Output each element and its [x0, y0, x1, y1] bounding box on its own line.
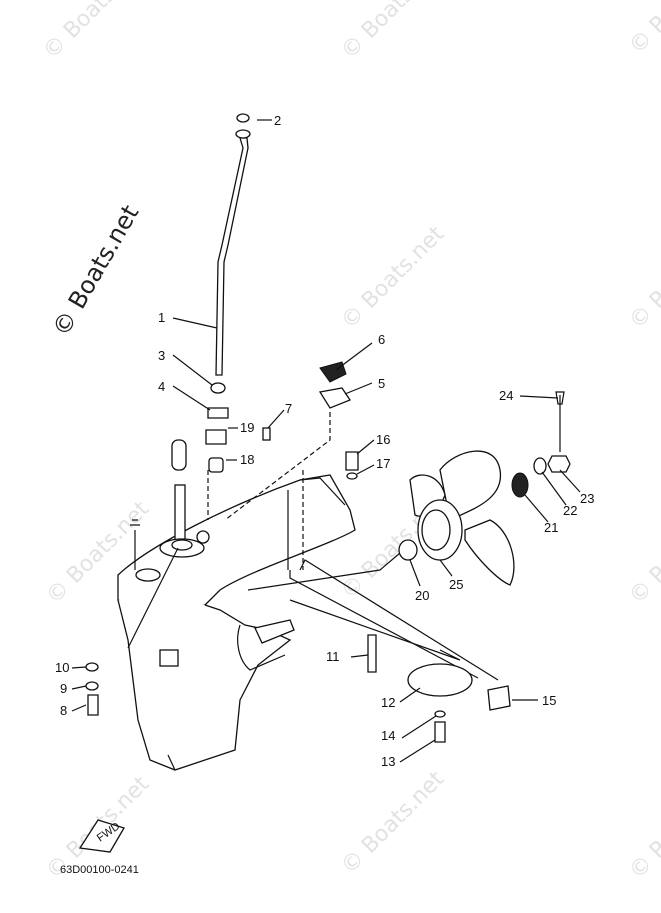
watermark-edge-3: © P: [625, 562, 661, 610]
callout-6: 6: [378, 332, 385, 347]
washer-14: [434, 710, 446, 718]
drawing-code: 63D00100-0241: [60, 864, 139, 876]
bolt-8: [87, 694, 99, 716]
callout-25: 25: [449, 577, 463, 592]
callout-7: 7: [285, 401, 292, 416]
grommet-2: [236, 113, 250, 123]
callout-11: 11: [326, 649, 340, 664]
callout-3: 3: [158, 348, 165, 363]
callout-21: 21: [544, 520, 558, 535]
collar-18: [208, 457, 224, 473]
plate-5: [318, 387, 351, 409]
callout-12: 12: [381, 695, 395, 710]
bolt-16: [345, 451, 359, 471]
callout-13: 13: [381, 754, 395, 769]
grommet-3: [210, 382, 226, 394]
lower-casing: [117, 439, 356, 771]
watermark-1: © Boats.net: [39, 0, 152, 64]
seal-19: [205, 429, 227, 445]
callout-24: 24: [499, 388, 513, 403]
washer-17: [346, 472, 358, 480]
callout-17: 17: [376, 456, 390, 471]
callout-20: 20: [415, 588, 429, 603]
trim-tab-12: [407, 663, 473, 697]
watermark-edge-1: © P: [625, 12, 661, 60]
anode-15: [487, 685, 511, 711]
callout-22: 22: [563, 503, 577, 518]
pin-7: [262, 427, 271, 441]
callout-9: 9: [60, 681, 67, 696]
callout-16: 16: [376, 432, 390, 447]
watermark-edge-2: © P: [625, 287, 661, 335]
callout-1: 1: [158, 310, 165, 325]
watermark-2: © Boats.net: [337, 0, 450, 64]
watermark-main: © Boats.net: [47, 200, 144, 341]
callout-8: 8: [60, 703, 67, 718]
bolt-11: [367, 634, 377, 673]
callout-18: 18: [240, 452, 254, 467]
washer-9: [85, 681, 99, 691]
callout-14: 14: [381, 728, 395, 743]
grommet-4: [207, 407, 229, 419]
leader-lines: [71, 119, 581, 763]
callout-2: 2: [274, 113, 281, 128]
watermark-7: © Boats.net: [337, 766, 450, 879]
watermark-layer: © Boats.net © Boats.net © Boats.net © Bo…: [39, 0, 661, 884]
callout-23: 23: [580, 491, 594, 506]
fwd-arrow: FWD: [78, 819, 125, 853]
cooling-tube: [215, 129, 251, 376]
watermark-edge-4: © P: [625, 837, 661, 885]
callout-4: 4: [158, 379, 165, 394]
callout-19: 19: [240, 420, 254, 435]
watermark-3: © Boats.net: [337, 221, 450, 334]
callout-15: 15: [542, 693, 556, 708]
washer-10: [85, 662, 99, 672]
bolt-13: [434, 721, 446, 743]
callout-labels: 1 2 3 4 5 6 7 8 9 10 11 12 13 14 15 16 1…: [55, 113, 594, 769]
reference-lines: [127, 412, 499, 681]
propeller-assembly: [398, 391, 571, 586]
callout-5: 5: [378, 376, 385, 391]
callout-10: 10: [55, 660, 69, 675]
